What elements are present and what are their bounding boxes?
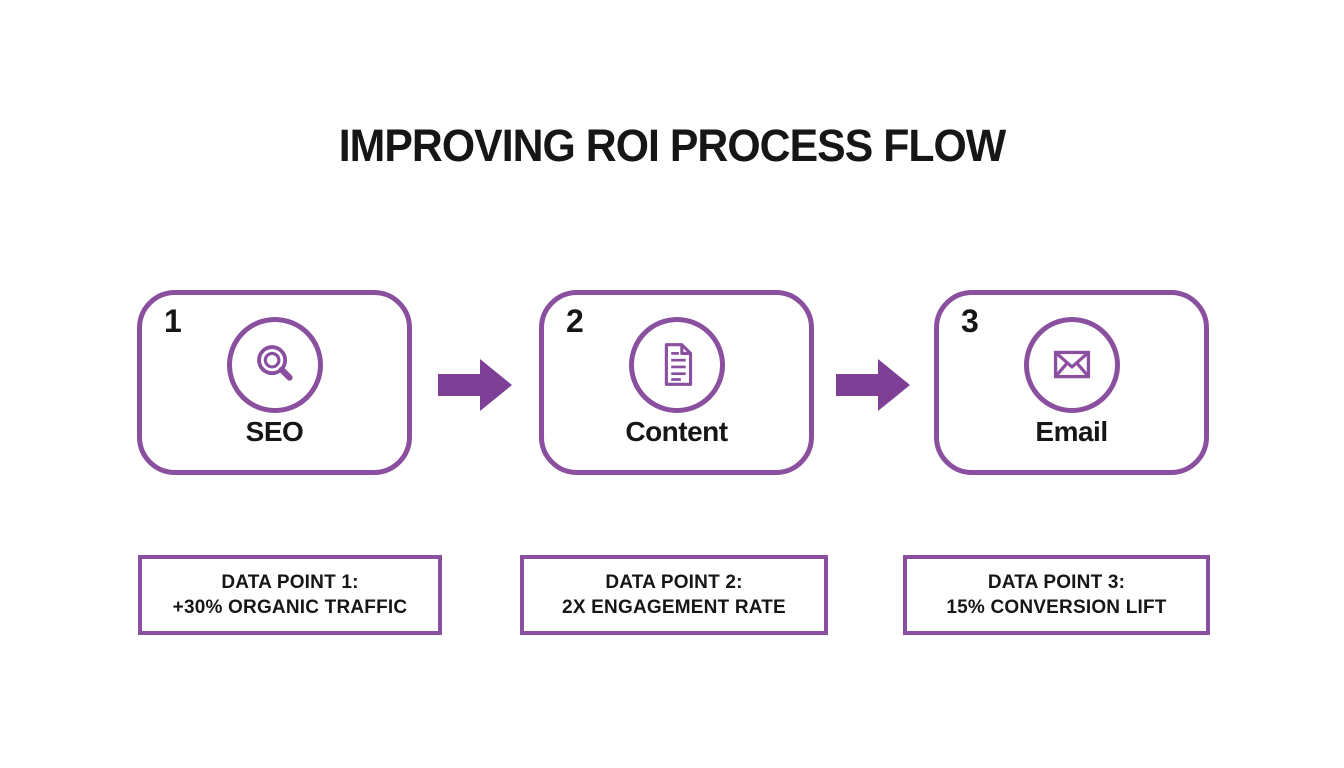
data-point-box-3: DATA POINT 3: 15% CONVERSION LIFT [903,555,1210,635]
step-number: 3 [961,303,979,339]
page-title: IMPROVING ROI PROCESS FLOW [338,120,1006,171]
icon-circle [226,317,323,413]
data-point-heading: DATA POINT 3: [987,572,1126,593]
data-point-value: 2X ENGAGEMENT RATE [562,597,786,618]
icon-circle [1023,317,1120,413]
flow-arrow-right-icon [836,357,912,413]
step-number: 2 [566,303,584,339]
data-point-box-1: DATA POINT 1: +30% ORGANIC TRAFFIC [138,555,442,635]
data-point-value: 15% CONVERSION LIFT [946,597,1167,618]
flow-arrow-right-icon [438,357,514,413]
icon-circle [628,317,725,413]
data-point-heading: DATA POINT 2: [605,572,743,593]
envelope-icon [1043,336,1101,394]
step-number: 1 [164,303,182,339]
step-box-seo: 1 SEO [137,290,412,475]
step-box-email: 3 Email [934,290,1209,475]
data-point-value: +30% ORGANIC TRAFFIC [172,597,408,618]
document-icon [648,336,706,394]
step-label: Email [1035,416,1108,447]
step-label: Content [625,416,728,447]
step-label: SEO [245,416,304,447]
data-point-heading: DATA POINT 1: [221,572,359,593]
data-point-box-2: DATA POINT 2: 2X ENGAGEMENT RATE [520,555,828,635]
magnifier-icon [246,336,304,394]
step-box-content: 2 Content [539,290,814,475]
